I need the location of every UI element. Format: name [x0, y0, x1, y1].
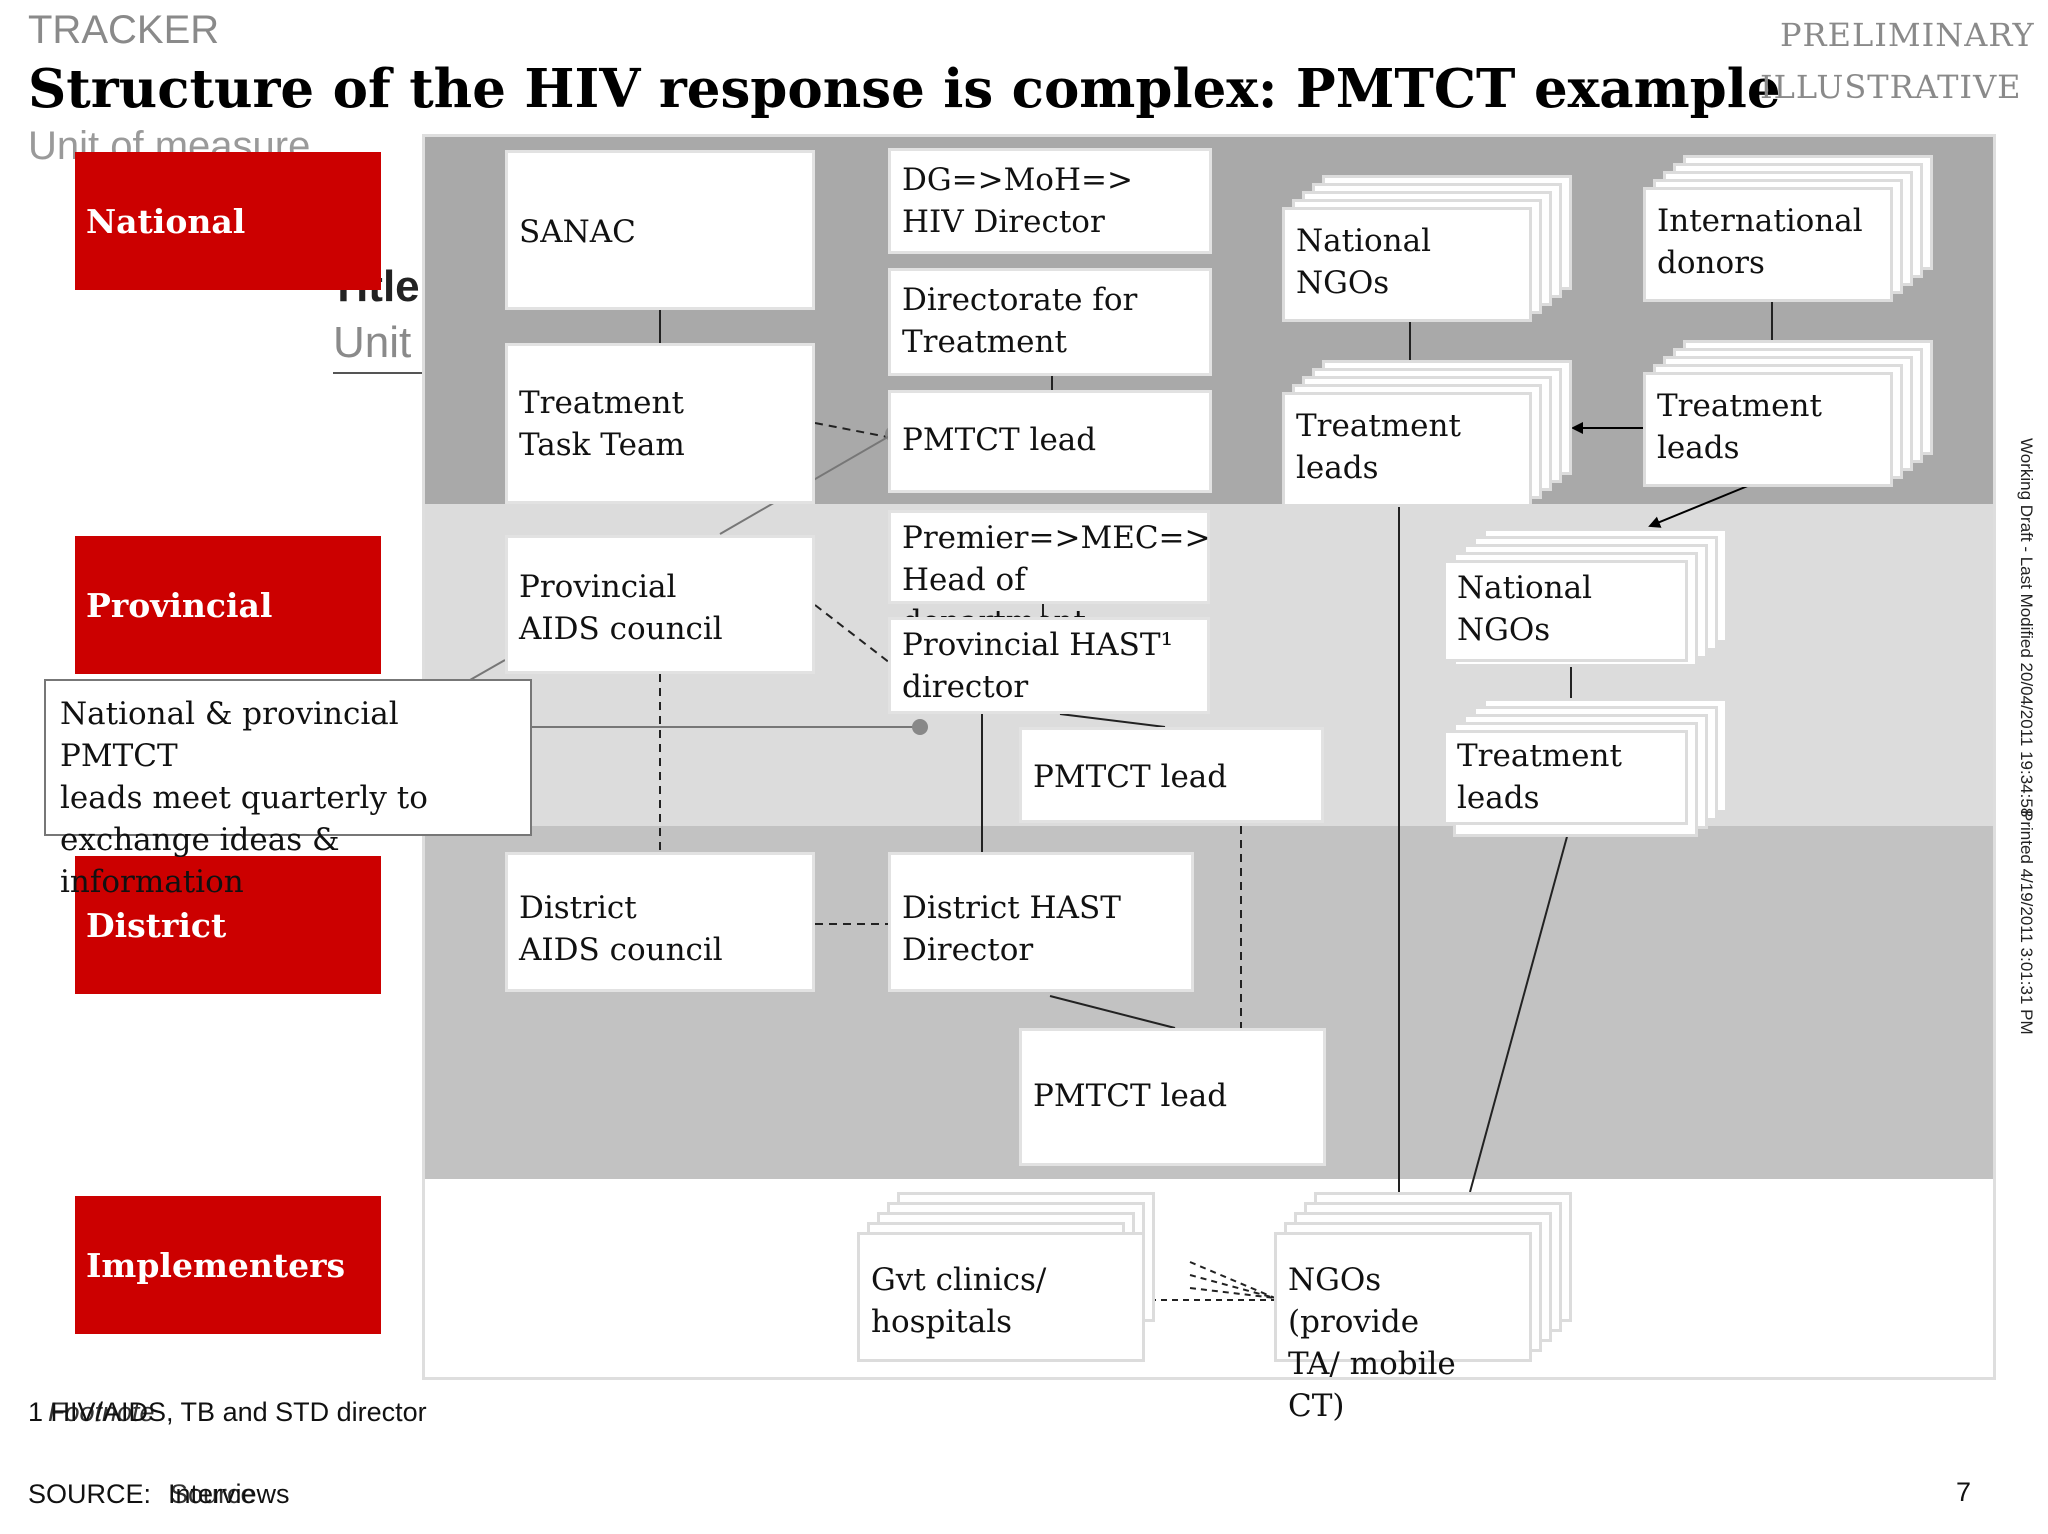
national-ngo-treatment-leads-box: Treatment leads [1282, 392, 1532, 507]
treatment-task-team-box: Treatment Task Team [505, 343, 815, 504]
source-ghost: Source [170, 1479, 256, 1509]
level-national-label: National [86, 201, 246, 241]
level-national: National [75, 152, 381, 290]
working-draft-text: Working Draft - Last Modified 20/04/2011… [2017, 438, 2036, 818]
tracker-label: TRACKER [28, 8, 220, 52]
provincial-national-ngos-box: National NGOs [1443, 560, 1688, 662]
implementer-ngos-box: NGOs (provide TA/ mobile CT) [1274, 1232, 1532, 1424]
dg-moh-box: DG=>MoH=> HIV Director [888, 148, 1212, 254]
national-ngos-box: National NGOs [1282, 207, 1532, 322]
level-provincial-label: Provincial [86, 585, 273, 625]
line-pac-hast-dashed [814, 604, 891, 664]
printed-note: Printed 4/19/2011 3:01:31 PM [2016, 810, 2036, 1110]
page-title: Structure of the HIV response is complex… [28, 58, 1781, 120]
level-provincial: Provincial [75, 536, 381, 674]
gvt-clinics-box: Gvt clinics/ hospitals [857, 1232, 1145, 1362]
national-pmtct-lead-box: PMTCT lead [888, 390, 1212, 493]
provincial-pmtct-lead-box: PMTCT lead [1019, 727, 1324, 823]
unit-ghost: Unit [333, 318, 423, 374]
line-hast-pmtct [1059, 713, 1166, 728]
provincial-aids-council-box: Provincial AIDS council [505, 535, 815, 674]
line-gvt-ngo-dashed-3 [1189, 1274, 1276, 1299]
line-prov-tleads-impl-ngos [1469, 821, 1572, 1193]
printed-text: Printed 4/19/2011 3:01:31 PM [2017, 810, 2036, 1035]
district-aids-council-box: District AIDS council [505, 852, 815, 992]
district-pmtct-lead-box: PMTCT lead [1019, 1028, 1326, 1166]
premier-box: Premier=>MEC=> Head of department [888, 510, 1211, 640]
page-number: 7 [1956, 1477, 1972, 1507]
level-implementers-label: Implementers [86, 1245, 346, 1285]
sanac-box: SANAC [505, 150, 815, 310]
level-district: District [75, 856, 381, 994]
illustrative-stamp: ILLUSTRATIVE [1760, 68, 2022, 106]
source-value: Interviews [168, 1479, 290, 1509]
donor-treatment-leads-box: Treatment leads [1643, 372, 1893, 487]
dot-provincial-pmtct [912, 719, 928, 735]
directorate-box: Directorate for Treatment [888, 268, 1212, 376]
line-ttt-pmtct-dashed [814, 422, 894, 439]
line-dhast-pmtct [1049, 995, 1176, 1029]
provincial-treatment-leads-box: Treatment leads [1443, 730, 1688, 825]
level-implementers: Implementers [75, 1196, 381, 1334]
implementers-band [423, 1179, 1996, 1380]
arrow-donor-to-prov-ngos [1648, 482, 1756, 528]
line-gvt-ngo-dashed-4 [1189, 1287, 1276, 1299]
level-district-label: District [86, 905, 227, 945]
district-hast-director-box: District HAST Director [888, 852, 1194, 992]
line-callout-national-lower [469, 659, 506, 681]
quarterly-meeting-callout: National & provincial PMTCT leads meet q… [44, 679, 532, 900]
provincial-hast-director-box: Provincial HAST¹ director [888, 617, 1210, 714]
line-gvt-ngo-dashed-2 [1189, 1261, 1276, 1299]
international-donors-box: International donors [1643, 187, 1893, 302]
preliminary-stamp: PRELIMINARY [1780, 16, 2035, 54]
footnote: 1 HIV/AIDS, TB and STD director [28, 1397, 427, 1427]
footnote-ghost: Footnote [48, 1397, 155, 1427]
source-label: SOURCE: [28, 1479, 152, 1509]
